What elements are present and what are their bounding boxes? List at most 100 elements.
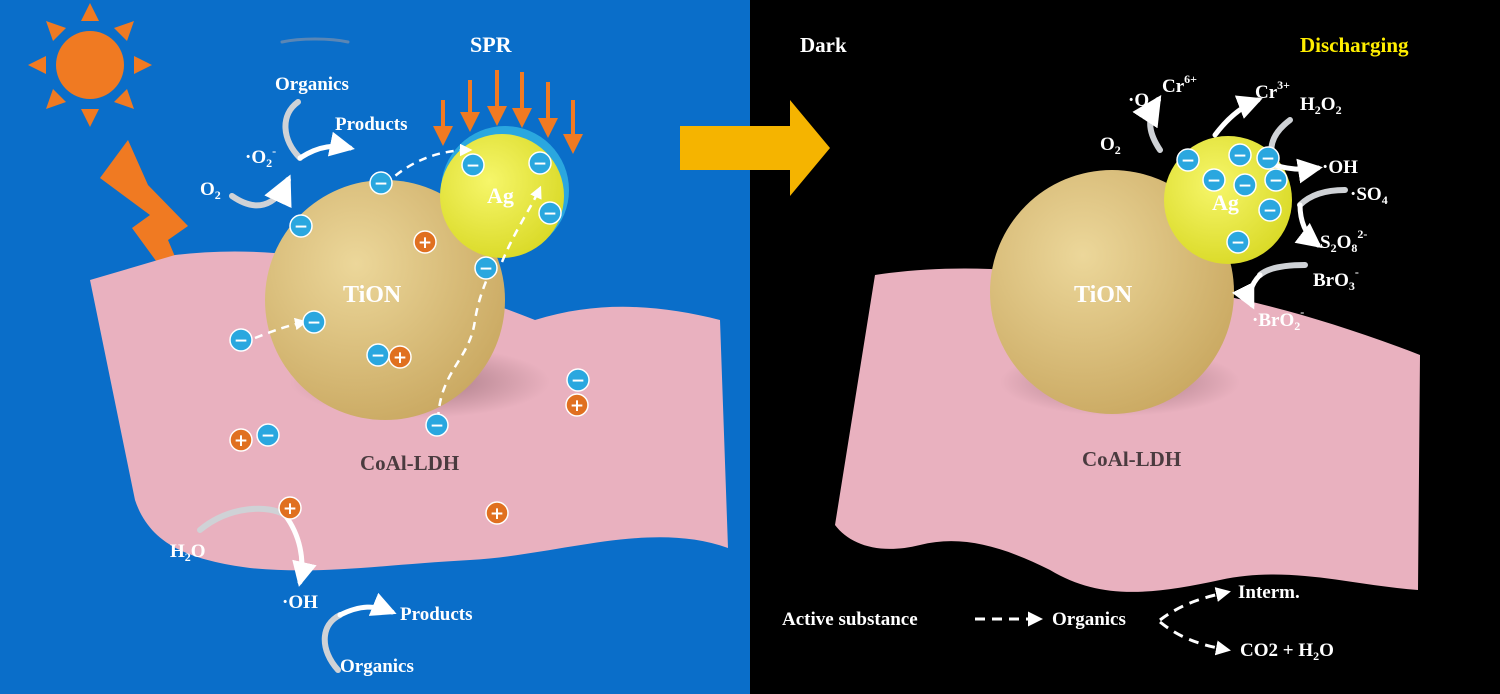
h2o2-sub1: 2 [1315, 103, 1321, 117]
organics-top-label: Organics [275, 74, 349, 95]
tion-label-left: TiON [343, 282, 402, 308]
electron-icon: − [1258, 198, 1282, 222]
electron-sign: − [1238, 176, 1252, 196]
electron-icon: − [366, 343, 390, 367]
bromite-text: ·BrO [1252, 310, 1294, 331]
electron-icon: − [256, 423, 280, 447]
electron-icon: − [229, 328, 253, 352]
electron-sign: − [543, 204, 557, 224]
ag-label-left: Ag [487, 183, 514, 208]
chromium-6-label: Cr6+ [1162, 72, 1197, 97]
water-h: H [170, 541, 185, 562]
persulfate-s: S [1320, 232, 1331, 253]
electron-sign: − [1233, 146, 1247, 166]
right-electrons: −−−−−−−− [1176, 143, 1288, 254]
electron-icon: − [1202, 168, 1226, 192]
final-products-sub: 2 [1313, 649, 1319, 663]
bromate-text: BrO [1313, 270, 1349, 291]
organics-bottom-label: Organics [340, 656, 414, 677]
oxygen-right-label: O2 [1100, 134, 1121, 157]
electron-icon: − [369, 171, 393, 195]
electron-sign: − [1269, 171, 1283, 191]
oxygen-text: O [200, 179, 215, 200]
bromate-sup: - [1355, 265, 1359, 279]
final-products-text: CO2 + H [1240, 640, 1313, 661]
hydroxyl-right-label: ·OH [1322, 157, 1358, 178]
hydroxyl-radical-label: ·OH [282, 592, 318, 613]
superoxide-radical-right-text: ·O [1128, 90, 1149, 111]
electron-icon: − [1228, 143, 1252, 167]
electron-icon: − [1226, 230, 1250, 254]
final-products-o: O [1319, 640, 1334, 661]
electron-icon: − [289, 214, 313, 238]
persulfate-label: S2O82- [1320, 227, 1367, 255]
oxygen-right-text: O [1100, 134, 1115, 155]
bromite-sub: 2 [1294, 319, 1300, 333]
left-electrons: −−−−−−−−−−−− [229, 151, 590, 447]
sulfate-text: ·SO [1350, 184, 1382, 205]
electron-icon: − [461, 153, 485, 177]
chromium-6-sup: 6+ [1184, 72, 1197, 86]
hole-sign: + [570, 396, 584, 416]
chromium-3-sup: 3+ [1277, 78, 1290, 92]
hole-icon: + [229, 428, 253, 452]
chromium-3-text: Cr [1255, 82, 1278, 103]
electron-sign: − [371, 346, 385, 366]
electron-icon: − [1233, 173, 1257, 197]
electron-sign: − [294, 217, 308, 237]
electron-sign: − [261, 426, 275, 446]
bromate-sub: 3 [1349, 279, 1355, 293]
oxygen-sub: 2 [215, 188, 221, 202]
h2o2-o: O [1321, 94, 1336, 115]
electron-sign: − [234, 331, 248, 351]
sulfate-sub: 4 [1382, 193, 1388, 207]
persulfate-sup: 2- [1357, 227, 1367, 241]
chromium-3-label: Cr3+ [1255, 78, 1290, 103]
left-holes: ++++++ [229, 230, 589, 525]
tion-label-right: TiON [1074, 282, 1133, 308]
hole-sign: + [490, 504, 504, 524]
coal-ldh-sheet-right [835, 268, 1420, 592]
final-products-label: CO2 + H2O [1240, 640, 1334, 663]
h2o2-h: H [1300, 94, 1315, 115]
h2o2-sub2: 2 [1336, 103, 1342, 117]
coal-ldh-label-left: CoAl-LDH [360, 451, 459, 475]
hole-sign: + [418, 233, 432, 253]
electron-icon: − [474, 256, 498, 280]
electron-icon: − [1176, 148, 1200, 172]
chromium-6-text: Cr [1162, 76, 1185, 97]
dark-label: Dark [800, 33, 847, 57]
products-bottom-label: Products [400, 604, 472, 625]
sun-icon [28, 3, 152, 127]
oxygen-label: O2 [200, 179, 221, 202]
spr-label: SPR [470, 32, 513, 57]
superoxide-radical-label: ·O2- [245, 144, 276, 170]
oxygen-right-sub: 2 [1115, 143, 1121, 157]
superoxide-radical-right-label: ·O2 [1128, 90, 1155, 113]
ag-label-right: Ag [1212, 190, 1239, 215]
electron-sign: − [1181, 151, 1195, 171]
electron-icon: − [566, 368, 590, 392]
persulfate-sub2: 8 [1351, 241, 1357, 255]
bromite-sup: - [1300, 305, 1304, 319]
electron-paths [254, 143, 542, 421]
electron-sign: − [479, 259, 493, 279]
electron-sign: − [1231, 233, 1245, 253]
electron-sign: − [466, 156, 480, 176]
superoxide-radical-right-sub: 2 [1149, 99, 1155, 113]
hole-icon: + [565, 393, 589, 417]
hole-icon: + [413, 230, 437, 254]
hole-sign: + [234, 431, 248, 451]
hydrogen-peroxide-label: H2O2 [1300, 94, 1342, 117]
hole-icon: + [485, 501, 509, 525]
electron-icon: − [425, 413, 449, 437]
electron-sign: − [307, 313, 321, 333]
organics-right-label: Organics [1052, 609, 1126, 630]
discharging-label: Discharging [1300, 33, 1409, 57]
water-o: O [191, 541, 206, 562]
electron-sign: − [1207, 171, 1221, 191]
tion-particle [265, 180, 505, 420]
electron-icon: − [302, 310, 326, 334]
